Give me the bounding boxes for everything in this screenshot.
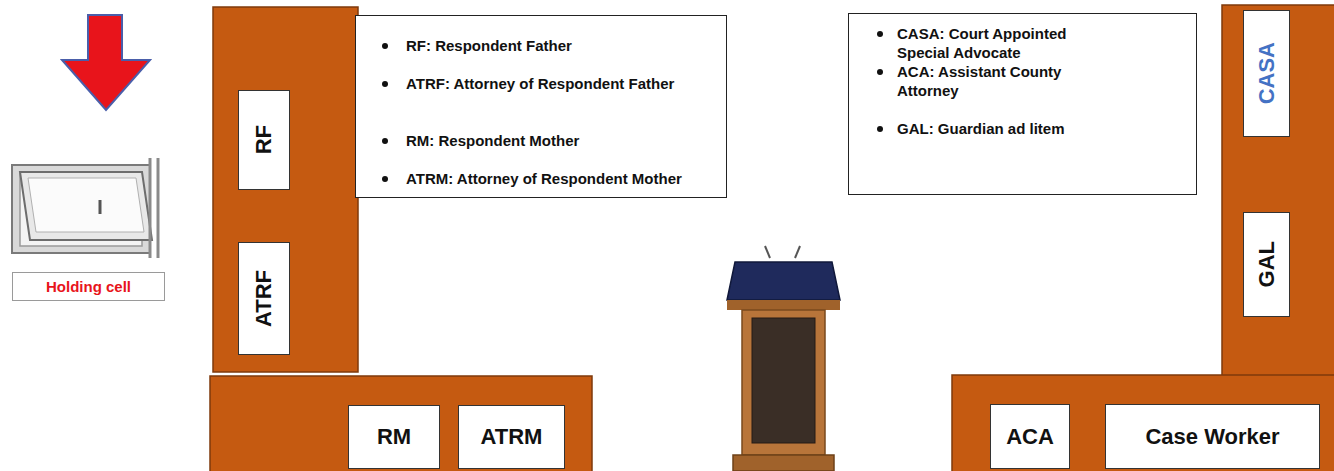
box-label: GAL bbox=[1254, 241, 1280, 287]
seat-box: ATRF bbox=[238, 242, 290, 355]
seat-box: RM bbox=[348, 405, 440, 469]
holding-cell-label: Holding cell bbox=[12, 272, 165, 301]
key-entry: CASA: Court Appointed Special Advocate bbox=[897, 24, 1112, 62]
window-symbol bbox=[12, 158, 158, 258]
box-label: Holding cell bbox=[46, 278, 131, 295]
key-entry: RM: Respondent Mother bbox=[406, 131, 686, 150]
key-entry: ATRF: Attorney of Respondent Father bbox=[406, 74, 686, 93]
box-label: Case Worker bbox=[1145, 424, 1279, 450]
seat-box: Case Worker bbox=[1105, 404, 1320, 469]
bullet-dot bbox=[877, 126, 883, 132]
box-label: ATRM bbox=[481, 424, 543, 450]
box-label: RF bbox=[251, 125, 277, 154]
bullet-dot bbox=[382, 138, 388, 144]
box-label: CASA bbox=[1254, 42, 1280, 104]
table-horizontal bbox=[952, 375, 1334, 471]
seat-box: ACA bbox=[990, 404, 1070, 469]
key-box: RF: Respondent FatherATRF: Attorney of R… bbox=[355, 15, 727, 198]
seat-box: GAL bbox=[1243, 212, 1290, 317]
table-vertical bbox=[213, 7, 358, 372]
key-entry: RF: Respondent Father bbox=[406, 36, 686, 55]
bullet-dot bbox=[877, 69, 883, 75]
box-label: ATRF bbox=[251, 270, 277, 327]
bullet-dot bbox=[382, 81, 388, 87]
red-arrow bbox=[62, 15, 150, 110]
table-vertical bbox=[1222, 5, 1334, 380]
key-entry: GAL: Guardian ad litem bbox=[897, 119, 1112, 138]
table-horizontal bbox=[210, 376, 592, 471]
box-label: ACA bbox=[1006, 424, 1054, 450]
bullet-dot bbox=[877, 31, 883, 37]
seat-box: CASA bbox=[1243, 10, 1290, 137]
seat-box: RF bbox=[238, 90, 290, 190]
key-entry: ATRM: Attorney of Respondent Mother bbox=[406, 169, 686, 188]
seat-box: ATRM bbox=[458, 405, 565, 469]
key-entry: ACA: Assistant County Attorney bbox=[897, 62, 1112, 100]
podium bbox=[727, 246, 840, 471]
bullet-dot bbox=[382, 176, 388, 182]
bullet-dot bbox=[382, 43, 388, 49]
key-box: CASA: Court Appointed Special AdvocateAC… bbox=[848, 13, 1197, 195]
box-label: RM bbox=[377, 424, 411, 450]
